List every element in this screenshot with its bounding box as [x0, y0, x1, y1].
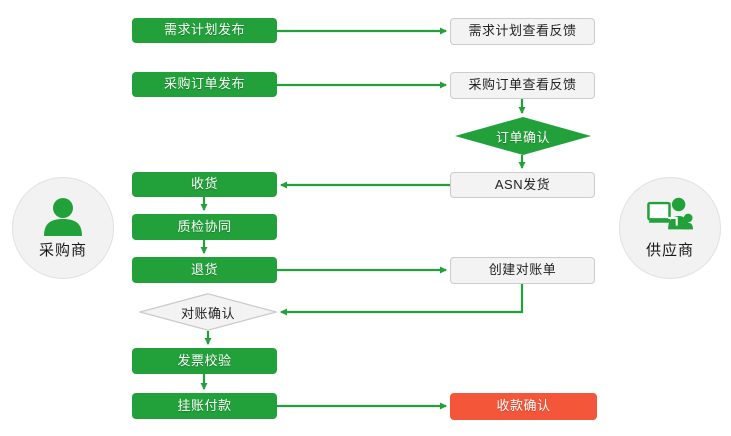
node-receipt-confirm[interactable]: 收款确认	[450, 393, 597, 420]
node-create-statement[interactable]: 创建对账单	[450, 257, 595, 284]
person-icon	[40, 196, 86, 236]
node-po-feedback[interactable]: 采购订单查看反馈	[450, 72, 595, 99]
node-return-goods[interactable]: 退货	[132, 257, 277, 283]
node-order-confirm-label: 订单确认	[495, 129, 550, 145]
node-statement-confirm[interactable]: 对账确认	[139, 293, 277, 331]
person-computer-icon	[647, 196, 693, 236]
node-goods-receipt[interactable]: 收货	[132, 172, 277, 197]
actor-buyer[interactable]: 采购商	[12, 177, 114, 279]
edge-statement-to-confirm	[280, 284, 524, 316]
node-order-confirm[interactable]: 订单确认	[455, 117, 591, 155]
node-invoice-verify[interactable]: 发票校验	[132, 348, 277, 374]
node-statement-confirm-label: 对账确认	[180, 305, 235, 321]
actor-supplier-label: 供应商	[645, 242, 694, 259]
node-payment-posting[interactable]: 挂账付款	[132, 393, 277, 419]
actor-buyer-label: 采购商	[38, 242, 87, 259]
node-demand-plan-publish[interactable]: 需求计划发布	[132, 18, 277, 43]
node-po-publish[interactable]: 采购订单发布	[132, 72, 277, 97]
actor-supplier[interactable]: 供应商	[619, 177, 721, 279]
node-demand-plan-feedback[interactable]: 需求计划查看反馈	[450, 18, 595, 45]
node-quality-collab[interactable]: 质检协同	[132, 214, 277, 240]
node-asn-shipment[interactable]: ASN发货	[450, 172, 595, 198]
